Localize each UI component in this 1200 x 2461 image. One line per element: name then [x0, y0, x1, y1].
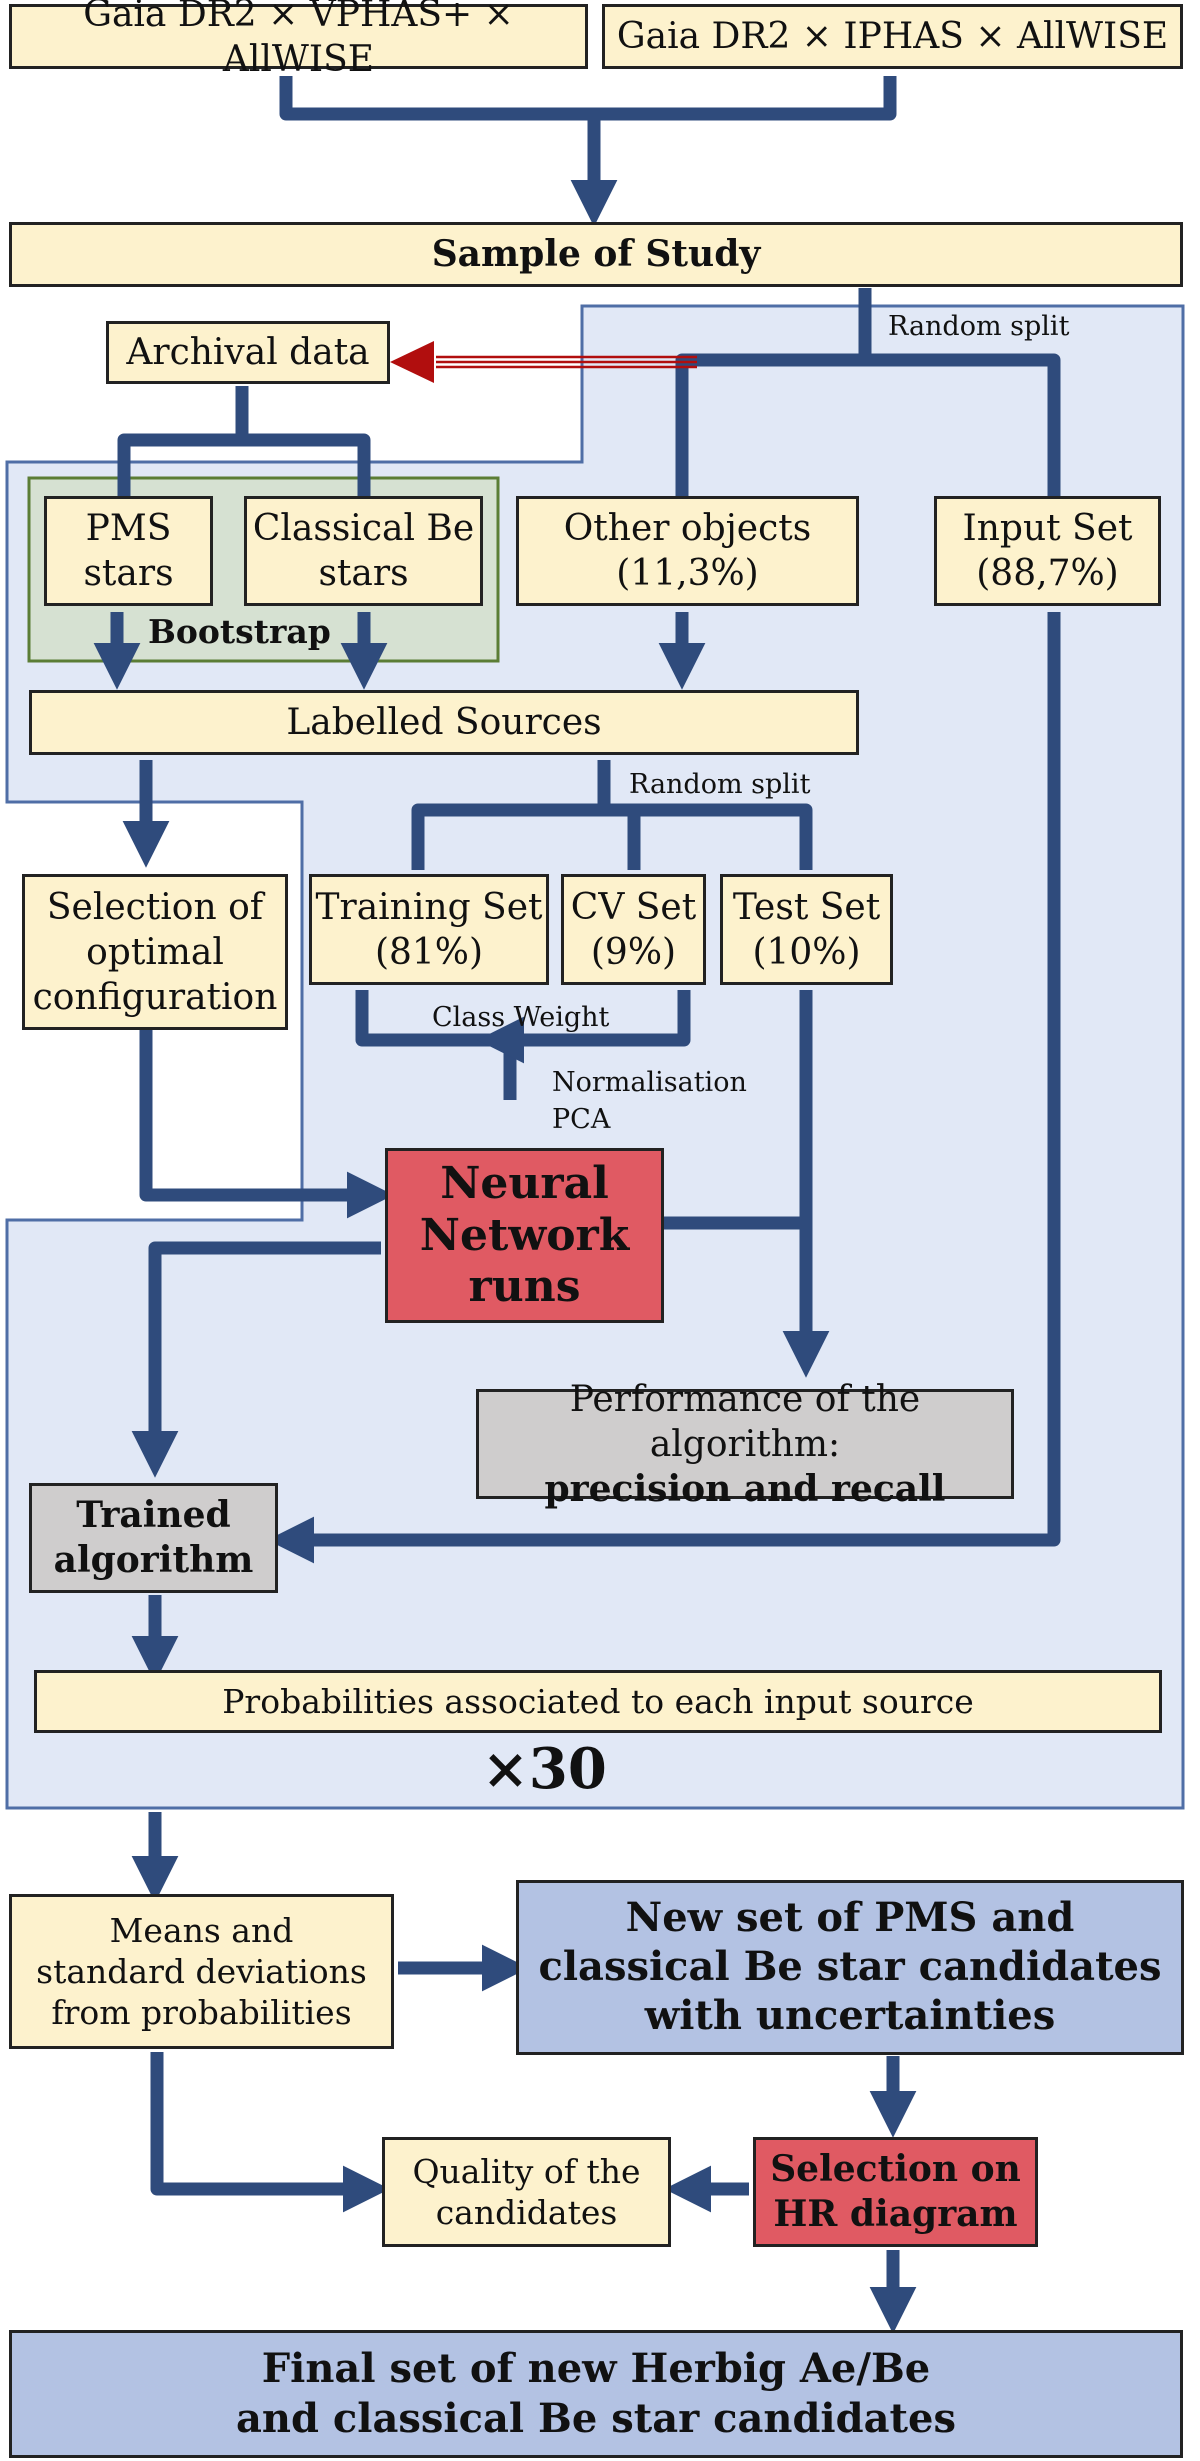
- neural-network-box: Neural Network runs: [385, 1148, 664, 1323]
- archival-data-box: Archival data: [106, 321, 390, 384]
- classical-be-line1: Classical Be: [252, 508, 475, 549]
- random-split-top-label: Random split: [888, 311, 1070, 342]
- new-set-line2: classical Be star candidates: [538, 1943, 1162, 1991]
- quality-box: Quality of the candidates: [382, 2137, 671, 2247]
- neural-network-line3: runs: [468, 1261, 581, 1313]
- pms-stars-box: PMS stars: [44, 496, 213, 606]
- classical-be-line2: stars: [318, 553, 409, 594]
- quality-line2: candidates: [435, 2193, 618, 2232]
- gaia-iphas-label: Gaia DR2 × IPHAS × AllWISE: [616, 16, 1169, 57]
- edge-network-performance: [664, 990, 806, 1345]
- quality-line1: Quality of the: [412, 2151, 641, 2191]
- other-objects-line2: (11,3%): [616, 553, 759, 594]
- edge-labelled-split: [411, 760, 813, 870]
- performance-line2: precision and recall: [544, 1467, 946, 1510]
- edge-archival-split: [117, 386, 371, 496]
- labelled-sources-box: Labelled Sources: [29, 690, 859, 755]
- edge-other-archival: [390, 341, 697, 383]
- selection-optimal-line2: optimal: [86, 931, 224, 973]
- input-set-line2: (88,7%): [976, 553, 1119, 594]
- means-line1: Means and: [109, 1910, 294, 1950]
- cv-set-line2: (9%): [590, 931, 677, 973]
- random-split-mid-label: Random split: [629, 769, 811, 800]
- selection-optimal-line1: Selection of: [46, 886, 264, 928]
- new-set-box: New set of PMS and classical Be star can…: [516, 1880, 1184, 2055]
- selection-hr-line2: HR diagram: [773, 2193, 1018, 2235]
- pms-stars-line2: stars: [83, 553, 174, 594]
- means-box: Means and standard deviations from proba…: [9, 1894, 394, 2049]
- final-set-box: Final set of new Herbig Ae/Be and classi…: [9, 2330, 1183, 2458]
- performance-line1: Performance of the algorithm:: [569, 1378, 921, 1465]
- neural-network-line2: Network: [419, 1209, 630, 1261]
- sample-of-study-label: Sample of Study: [431, 233, 761, 275]
- test-set-line2: (10%): [752, 931, 861, 973]
- new-set-line3: with uncertainties: [644, 1991, 1056, 2039]
- input-set-line1: Input Set: [962, 508, 1133, 549]
- test-set-box: Test Set (10%): [720, 874, 893, 985]
- sample-of-study-box: Sample of Study: [9, 222, 1183, 287]
- cv-set-line1: CV Set: [570, 886, 697, 928]
- probabilities-label: Probabilities associated to each input s…: [222, 1681, 974, 1721]
- edge-surveys-merge: [279, 76, 897, 194]
- means-line2: standard deviations: [36, 1951, 367, 1991]
- final-set-line2: and classical Be star candidates: [236, 2395, 956, 2442]
- gaia-iphas-box: Gaia DR2 × IPHAS × AllWISE: [602, 4, 1183, 69]
- final-set-line1: Final set of new Herbig Ae/Be: [261, 2345, 931, 2392]
- trained-algorithm-line2: algorithm: [53, 1539, 254, 1581]
- repeat-count-label: ×30: [482, 1736, 607, 1802]
- edge-network-trained: [131, 1241, 381, 1478]
- edge-sample-split: [675, 288, 1061, 496]
- selection-optimal-box: Selection of optimal configuration: [22, 874, 288, 1030]
- selection-optimal-line3: configuration: [32, 976, 278, 1018]
- edge-input-trained: [267, 612, 1061, 1564]
- classical-be-stars-box: Classical Be stars: [244, 496, 483, 606]
- test-set-line1: Test Set: [732, 886, 881, 928]
- gaia-vphas-box: Gaia DR2 × VPHAS+ × AllWISE: [9, 0, 588, 80]
- archival-data-label: Archival data: [126, 332, 370, 373]
- labelled-sources-label: Labelled Sources: [286, 702, 602, 743]
- edge-means-quality: [150, 2052, 390, 2213]
- input-set-box: Input Set (88,7%): [934, 496, 1161, 606]
- pca-label: PCA: [552, 1104, 611, 1135]
- training-set-box: Training Set (81%): [309, 874, 549, 985]
- training-set-line2: (81%): [374, 931, 484, 973]
- selection-hr-line1: Selection on: [770, 2148, 1021, 2190]
- performance-box: Performance of the algorithm: precision …: [476, 1379, 1014, 1510]
- probabilities-box: Probabilities associated to each input s…: [34, 1670, 1162, 1733]
- cv-set-box: CV Set (9%): [561, 874, 706, 985]
- trained-algorithm-line1: Trained: [76, 1494, 231, 1536]
- trained-algorithm-box: Trained algorithm: [29, 1483, 278, 1593]
- means-line3: from probabilities: [51, 1993, 352, 2033]
- other-objects-line1: Other objects: [563, 508, 812, 549]
- neural-network-line1: Neural: [440, 1157, 609, 1209]
- training-set-line1: Training Set: [315, 886, 543, 928]
- class-weight-label: Class Weight: [432, 1002, 610, 1033]
- selection-hr-box: Selection on HR diagram: [753, 2137, 1038, 2247]
- normalisation-label: Normalisation: [552, 1067, 747, 1098]
- other-objects-box: Other objects (11,3%): [516, 496, 859, 606]
- gaia-vphas-label: Gaia DR2 × VPHAS+ × AllWISE: [83, 0, 514, 80]
- pms-stars-line1: PMS: [85, 508, 172, 549]
- edge-selection-network: [139, 1030, 394, 1219]
- bootstrap-label: Bootstrap: [148, 612, 331, 651]
- edge-trainingcv-merge: [355, 990, 691, 1100]
- new-set-line1: New set of PMS and: [625, 1894, 1075, 1942]
